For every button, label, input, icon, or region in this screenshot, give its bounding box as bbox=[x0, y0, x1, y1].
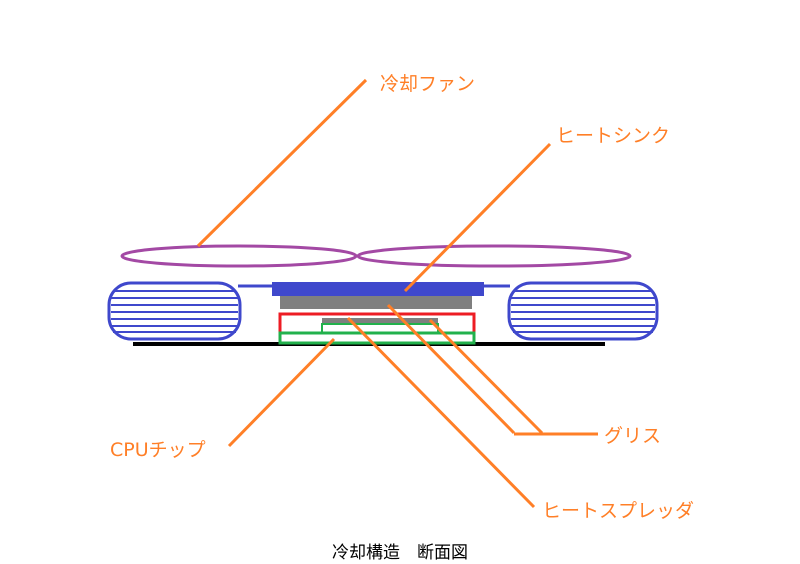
chip-grease bbox=[322, 318, 438, 325]
heatsink-plate bbox=[272, 282, 484, 296]
label-cooling-fan: 冷却ファン bbox=[380, 73, 476, 95]
leader-heatsink bbox=[403, 142, 552, 293]
label-cpu-chip: CPUチップ bbox=[110, 439, 206, 461]
fan-blade-left bbox=[120, 244, 358, 268]
leader-spreader bbox=[346, 316, 536, 509]
leader-cpu bbox=[227, 337, 336, 448]
diagram-caption: 冷却構造 断面図 bbox=[332, 543, 468, 563]
leader-grease-1 bbox=[386, 303, 516, 435]
grease-layer bbox=[280, 296, 472, 309]
label-grease: グリス bbox=[604, 425, 662, 447]
heatsink-fins-left bbox=[107, 281, 242, 341]
leader-grease-2 bbox=[428, 318, 544, 435]
leader-lines bbox=[196, 78, 598, 509]
heatsink-fins-right bbox=[507, 281, 659, 341]
label-heatsink: ヒートシンク bbox=[556, 125, 671, 147]
fan-blade-right bbox=[356, 244, 632, 268]
label-heat-spreader: ヒートスプレッダ bbox=[542, 500, 695, 522]
leader-fan bbox=[196, 78, 368, 248]
